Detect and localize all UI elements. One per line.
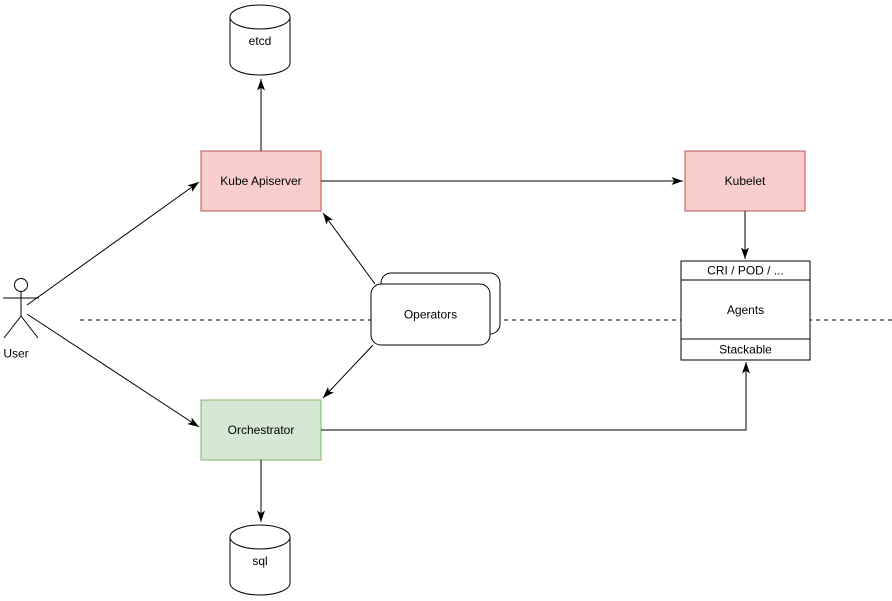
user-label: User (3, 347, 28, 361)
etcd-cylinder-body (229, 4, 291, 76)
edge-user-to-orchestrator[interactable] (26, 313, 200, 428)
etcd-label: etcd (249, 34, 272, 48)
node-operators[interactable]: Operators (370, 272, 501, 346)
edge-user-to-kube-apiserver[interactable] (26, 181, 200, 306)
kube-apiserver-label: Kube Apiserver (220, 174, 301, 188)
kubelet-box (684, 150, 806, 212)
edge-orchestrator-to-agents-stack[interactable] (321, 362, 750, 431)
operators-label: Operators (404, 308, 457, 322)
sql-cylinder-body (229, 524, 291, 596)
edges (26, 79, 750, 522)
agents-stack-body-label: Agents (727, 303, 764, 317)
actor-left-leg (3, 315, 22, 339)
etcd-cylinder-lip (229, 16, 291, 30)
database-sql[interactable]: sql (229, 524, 291, 596)
orchestrator-box (200, 399, 322, 461)
actor-head (14, 278, 28, 292)
agents-stack-footer-label: Stackable (719, 343, 772, 357)
edge-operators-to-orchestrator[interactable] (322, 344, 374, 399)
sql-cylinder-lip (229, 536, 291, 550)
agents-stack-box (680, 260, 811, 361)
database-etcd[interactable]: etcd (229, 4, 291, 76)
sql-label: sql (252, 554, 267, 568)
operators-front-card (370, 283, 491, 346)
node-agents-stack[interactable]: CRI / POD / ... Agents Stackable (680, 260, 811, 361)
kubelet-label: Kubelet (725, 174, 766, 188)
orchestrator-label: Orchestrator (228, 423, 295, 437)
agents-stack-header-label: CRI / POD / ... (707, 264, 784, 278)
node-kubelet[interactable]: Kubelet (684, 150, 806, 212)
actor-right-leg (20, 315, 39, 339)
node-kube-apiserver[interactable]: Kube Apiserver (200, 150, 322, 212)
node-orchestrator[interactable]: Orchestrator (200, 399, 322, 461)
edge-operators-to-kube-apiserver[interactable] (322, 212, 376, 285)
actor-user[interactable]: User (3, 278, 39, 361)
